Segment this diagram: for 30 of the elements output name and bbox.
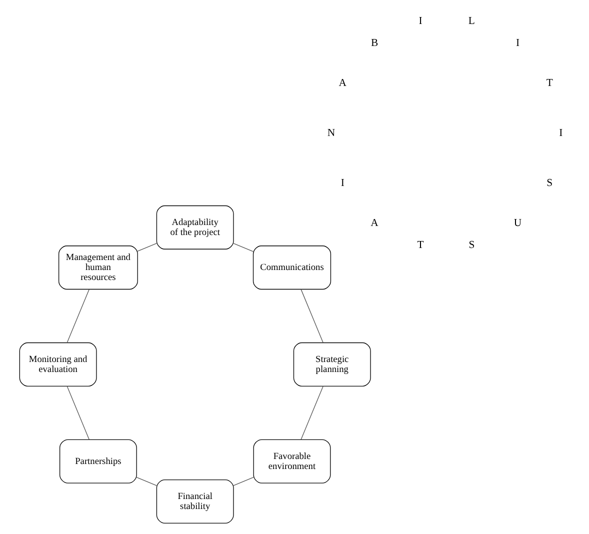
label: N: [326, 126, 335, 139]
label: I: [418, 15, 422, 28]
label: I: [558, 126, 562, 139]
label: A: [370, 216, 378, 229]
label: I: [340, 176, 344, 189]
node-box: Partnerships: [58, 439, 136, 484]
label: L: [468, 15, 474, 28]
label: B: [370, 37, 378, 50]
label: S: [468, 238, 474, 251]
label: T: [546, 77, 552, 90]
node-box: Adaptability of the project: [156, 205, 234, 250]
connector: [232, 243, 254, 252]
connector: [232, 477, 254, 486]
node-box: Management and human resources: [58, 246, 138, 290]
connector: [66, 289, 89, 344]
connector: [66, 386, 90, 440]
node-box: Communications: [252, 246, 331, 290]
connector: [136, 476, 156, 486]
label: S: [546, 176, 552, 189]
connector: [300, 386, 323, 440]
node-box: Strategic planning: [292, 342, 370, 386]
connector: [300, 288, 323, 343]
node-box: Monitoring and evaluation: [18, 342, 96, 386]
label: T: [416, 238, 424, 251]
label: I: [515, 37, 520, 50]
label: A: [338, 77, 346, 90]
label: U: [513, 216, 522, 229]
connector: [136, 243, 156, 252]
node-box: Financial stability: [156, 479, 234, 524]
node-box: Favorable environment: [252, 439, 330, 484]
